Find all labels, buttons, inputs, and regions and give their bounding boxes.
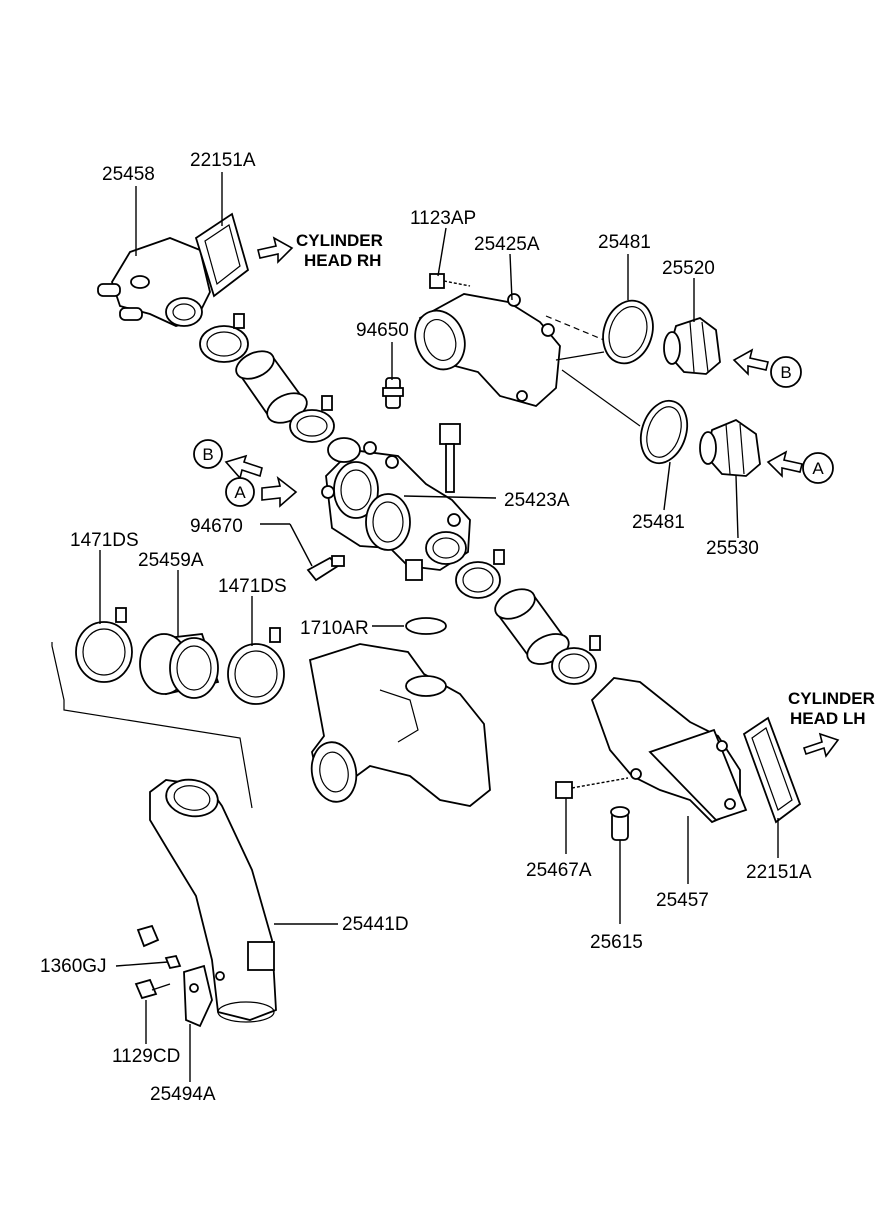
part-label-94650: 94650: [356, 320, 409, 341]
marker-a-circle-left: [225, 477, 255, 507]
bolt-1360gj-part: [136, 924, 182, 970]
part-label-25457: 25457: [656, 890, 709, 911]
bracket-25494a-part: [183, 964, 213, 1028]
thermostat-25520-part: [663, 316, 721, 375]
outlet-pipe-25457-part: [590, 677, 748, 824]
sender-94650-part: [382, 377, 404, 409]
inlet-pipe-25441d-part: [149, 778, 277, 1023]
part-label-25459a: 25459A: [138, 550, 204, 571]
upper-hose-clamp-2-part: [289, 395, 335, 443]
arrow-a-to-thermostat: [766, 450, 803, 478]
part-label-25441d: 25441D: [342, 914, 409, 935]
part-label-1123ap: 1123AP: [410, 208, 476, 229]
part-label-1360gj: 1360GJ: [40, 956, 107, 977]
water-outlet-rh-part: [97, 237, 211, 327]
thermostat-housing-part: [414, 293, 641, 427]
part-label-25481-top: 25481: [598, 232, 651, 253]
water-inlet-housing-part: [321, 437, 471, 581]
part-label-25425a: 25425A: [474, 234, 540, 255]
upper-hose-part: [235, 350, 308, 424]
bolt-1129cd-part: [134, 978, 171, 1000]
part-label-25530: 25530: [706, 538, 759, 559]
note-cylinder-rh-line2: HEAD RH: [304, 251, 381, 270]
marker-a-right-label: A: [812, 459, 824, 478]
fitting-25615-part: [610, 806, 630, 841]
marker-a-circle-right: [802, 452, 834, 484]
note-cylinder-lh-line1: CYLINDER: [788, 689, 875, 708]
marker-b-left-label: B: [202, 445, 213, 464]
gasket-rh-part: [194, 212, 250, 298]
gasket-25481-bottom-part: [639, 399, 689, 465]
part-label-25481-bottom: 25481: [632, 512, 685, 533]
marker-b-circle-left: [193, 439, 223, 469]
part-label-25615: 25615: [590, 932, 643, 953]
bolt-1123ap-part: [429, 273, 471, 289]
part-label-22151a-lh: 22151A: [746, 862, 812, 883]
marker-a-left-label: A: [234, 483, 246, 502]
part-label-1471ds-left: 1471DS: [70, 530, 139, 551]
arrow-to-head-lh: [802, 732, 840, 758]
gasket-lh-part: [742, 716, 802, 824]
gasket-25481-top-part: [602, 299, 654, 365]
part-label-25467a: 25467A: [526, 860, 592, 881]
bolt-25467a-part: [555, 777, 629, 799]
marker-b-circle-right: [770, 356, 802, 388]
part-label-25458: 25458: [102, 164, 155, 185]
marker-b-right-label: B: [780, 363, 791, 382]
assembly-outline: [51, 642, 253, 809]
part-label-1710ar: 1710AR: [300, 618, 369, 639]
upper-hose-clamp-1-part: [199, 313, 249, 363]
part-label-25520: 25520: [662, 258, 715, 279]
o-ring-1710ar-part: [405, 617, 447, 635]
part-label-1471ds-right: 1471DS: [218, 576, 287, 597]
left-hose-set-part: [75, 607, 285, 705]
lower-hose-clamp-right-2-part: [551, 635, 601, 685]
note-cylinder-rh-line1: CYLINDER: [296, 231, 383, 250]
leader-lines: [99, 172, 779, 1082]
lower-hose-clamp-right-1-part: [455, 549, 505, 599]
thermostat-25530-part: [699, 418, 761, 477]
arrow-b-left: [224, 454, 263, 480]
arrow-a-right: [261, 475, 298, 508]
arrow-to-head-rh: [257, 236, 294, 264]
part-label-94670: 94670: [190, 516, 243, 537]
note-cylinder-lh-line2: HEAD LH: [790, 709, 866, 728]
part-label-1129cd: 1129CD: [112, 1046, 180, 1067]
arrow-b-to-thermostat: [732, 348, 769, 376]
part-label-25423a: 25423A: [504, 490, 570, 511]
part-label-25494a: 25494A: [150, 1084, 216, 1105]
water-pump-body-part: [308, 643, 491, 807]
part-label-22151a-rh: 22151A: [190, 150, 256, 171]
bolt-vertical-part: [439, 423, 461, 493]
sensor-94670-part: [306, 555, 345, 582]
